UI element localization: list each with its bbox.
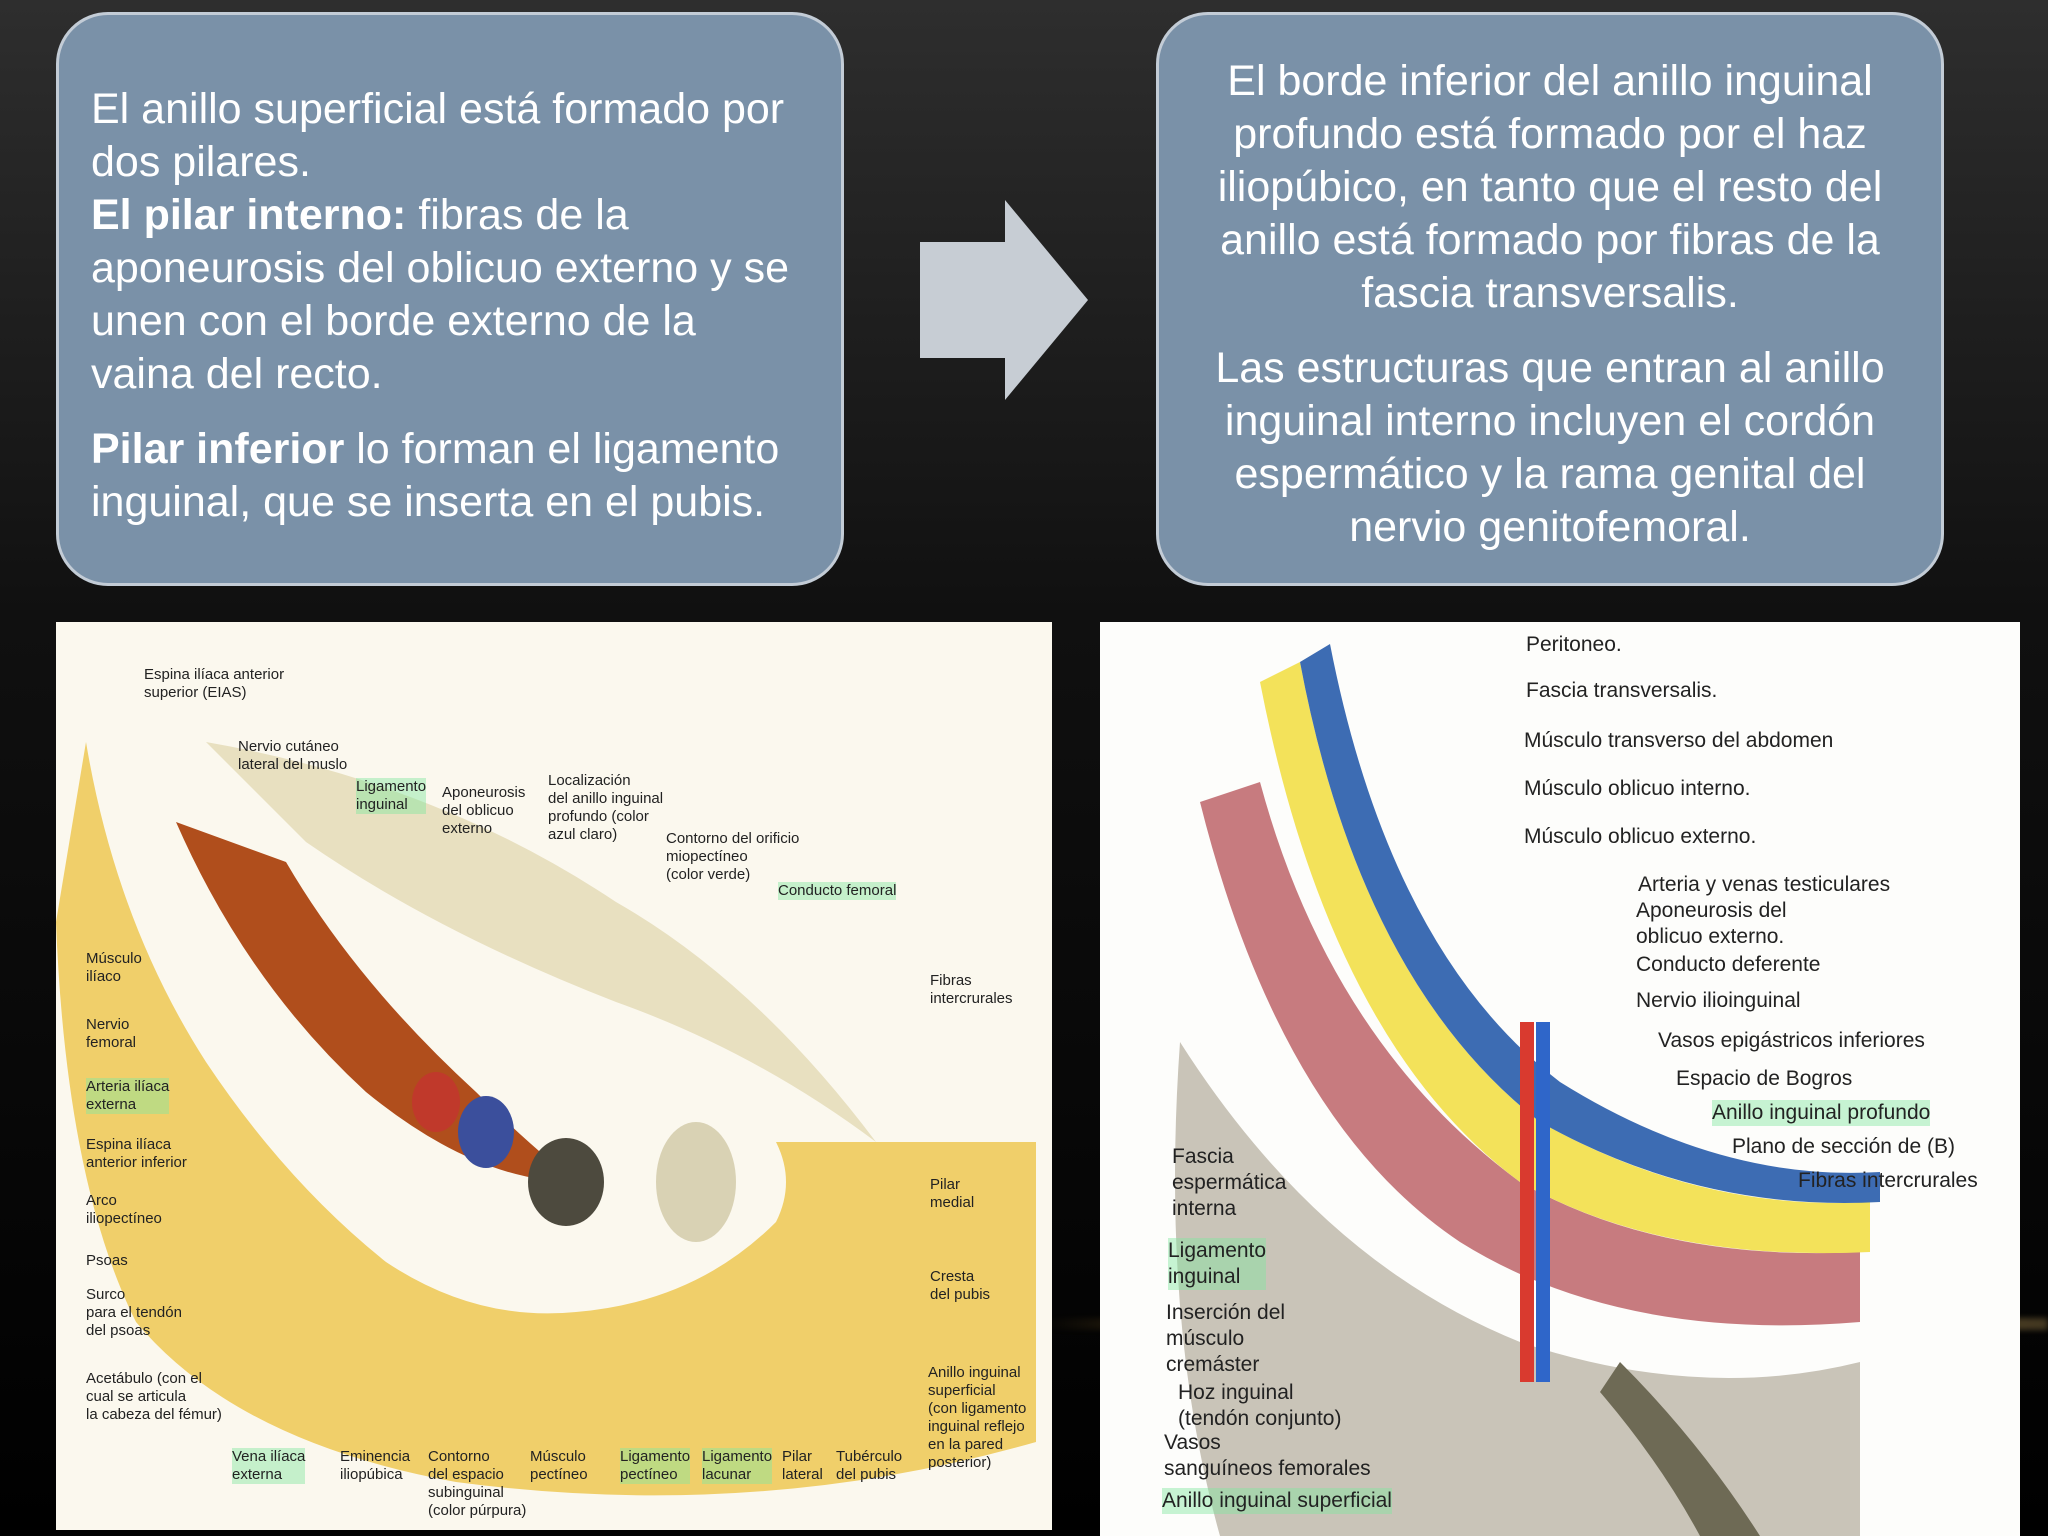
label-pilar-lateral: Pilar lateral <box>782 1448 823 1483</box>
label-cresta-pubis: Cresta del pubis <box>930 1268 991 1303</box>
label-hoz-inguinal: Hoz inguinal (tendón conjunto) <box>1178 1381 1342 1430</box>
label-musculo-iliaco: Músculo ilíaco <box>86 950 142 985</box>
label-ligamento-lacunar: Ligamento lacunar <box>702 1448 773 1484</box>
right-text-box: El borde inferior del anillo inguinal pr… <box>1156 12 1944 586</box>
label-vasos-epigastricos: Vasos epigástricos inferiores <box>1658 1029 1925 1052</box>
left-paragraph-1: El anillo superficial está formado por d… <box>91 83 801 401</box>
pilar-interno-title: El pilar interno: <box>91 191 407 239</box>
label-localizacion-anillo: Localización del anillo inguinal profund… <box>548 772 664 843</box>
label-fascia-espermatica: Fascia espermática interna <box>1172 1145 1287 1220</box>
label-espina-iliaca-inferior: Espina ilíaca anterior inferior <box>86 1136 187 1171</box>
label-conducto-femoral: Conducto femoral <box>778 882 897 900</box>
label-vasos-femorales: Vasos sanguíneos femorales <box>1164 1431 1371 1480</box>
label-espacio-bogros: Espacio de Bogros <box>1676 1067 1853 1090</box>
label-fibras-intercrurales: Fibras intercrurales <box>930 972 1013 1007</box>
label-insercion-cremaster: Inserción del músculo cremáster <box>1166 1301 1286 1376</box>
label-nervio-cutaneo: Nervio cutáneo lateral del muslo <box>238 738 348 773</box>
label-peritoneo: Peritoneo. <box>1526 633 1622 656</box>
label-ligamento-inguinal-right: Ligamento inguinal <box>1168 1238 1267 1290</box>
label-nervio-ilioinguinal: Nervio ilioinguinal <box>1636 989 1801 1012</box>
label-plano-seccion: Plano de sección de (B) <box>1732 1135 1955 1158</box>
pilar-interno-text: fibras de la aponeurosis del oblicuo ext… <box>91 191 789 398</box>
right-arrow-icon <box>920 200 1088 400</box>
label-tuberculo-pubis: Tubérculo del pubis <box>836 1448 903 1483</box>
label-oblicuo-interno: Músculo oblicuo interno. <box>1524 777 1751 800</box>
label-musculo-transverso: Músculo transverso del abdomen <box>1524 729 1834 752</box>
left-text-box: El anillo superficial está formado por d… <box>56 12 844 586</box>
label-pilar-medial: Pilar medial <box>930 1176 975 1211</box>
label-conducto-deferente: Conducto deferente <box>1636 953 1821 976</box>
label-ligamento-pectineo: Ligamento pectíneo <box>620 1448 691 1484</box>
label-aponeurosis: Aponeurosis del oblicuo externo <box>442 784 526 837</box>
label-contorno-orificio: Contorno del orificio miopectíneo (color… <box>666 830 800 883</box>
label-ligamento-inguinal: Ligamento inguinal <box>356 778 427 814</box>
label-musculo-pectineo: Músculo pectíneo <box>530 1448 588 1483</box>
inguinal-anatomy-figure-right: Peritoneo. Fascia transversalis. Músculo… <box>1100 622 2020 1536</box>
label-anillo-superficial: Anillo inguinal superficial (con ligamen… <box>928 1364 1027 1471</box>
label-fascia-transversalis: Fascia transversalis. <box>1526 679 1718 702</box>
label-vena-iliaca: Vena ilíaca externa <box>232 1448 306 1484</box>
label-oblicuo-externo: Músculo oblicuo externo. <box>1524 825 1757 848</box>
label-acetabulo: Acetábulo (con el cual se articula la ca… <box>86 1370 222 1423</box>
label-anillo-profundo: Anillo inguinal profundo <box>1712 1100 1931 1126</box>
label-arco-iliopectineo: Arco iliopectíneo <box>86 1192 162 1227</box>
label-anillo-superficial-right: Anillo inguinal superficial <box>1162 1488 1392 1514</box>
right-paragraph-2: Las estructuras que entran al anillo ing… <box>1215 344 1885 551</box>
pelvis-illustration <box>56 742 1036 1496</box>
label-eminencia-iliopubica: Eminencia iliopúbica <box>340 1448 411 1483</box>
label-contorno-subinguinal: Contorno del espacio subinguinal (color … <box>428 1448 527 1519</box>
pilar-inferior-text: lo forman el ligamento inguinal, que se … <box>91 425 780 526</box>
label-psoas: Psoas <box>86 1252 128 1269</box>
inguinal-anatomy-figure-left: Espina ilíaca anterior superior (EIAS) N… <box>56 622 1052 1530</box>
label-arteria-venas: Arteria y venas testiculares <box>1638 873 1891 896</box>
label-nervio-femoral: Nervio femoral <box>86 1016 137 1051</box>
label-eias: Espina ilíaca anterior superior (EIAS) <box>144 666 285 701</box>
pilar-inferior-title: Pilar inferior <box>91 425 345 473</box>
label-fibras-intercrurales-right: Fibras intercrurales <box>1798 1169 1978 1192</box>
label-surco-psoas: Surco para el tendón del psoas <box>86 1286 182 1339</box>
label-arteria-iliaca: Arteria ilíaca externa <box>86 1078 170 1114</box>
left-line-1: El anillo superficial está formado por d… <box>91 85 785 186</box>
left-paragraph-2: Pilar inferior lo forman el ligamento in… <box>91 423 801 529</box>
abdominal-wall-illustration <box>1175 644 1880 1536</box>
right-paragraph-1: El borde inferior del anillo inguinal pr… <box>1217 57 1883 317</box>
label-aponeurosis-oblicuo: Aponeurosis del oblicuo externo. <box>1636 899 1787 948</box>
